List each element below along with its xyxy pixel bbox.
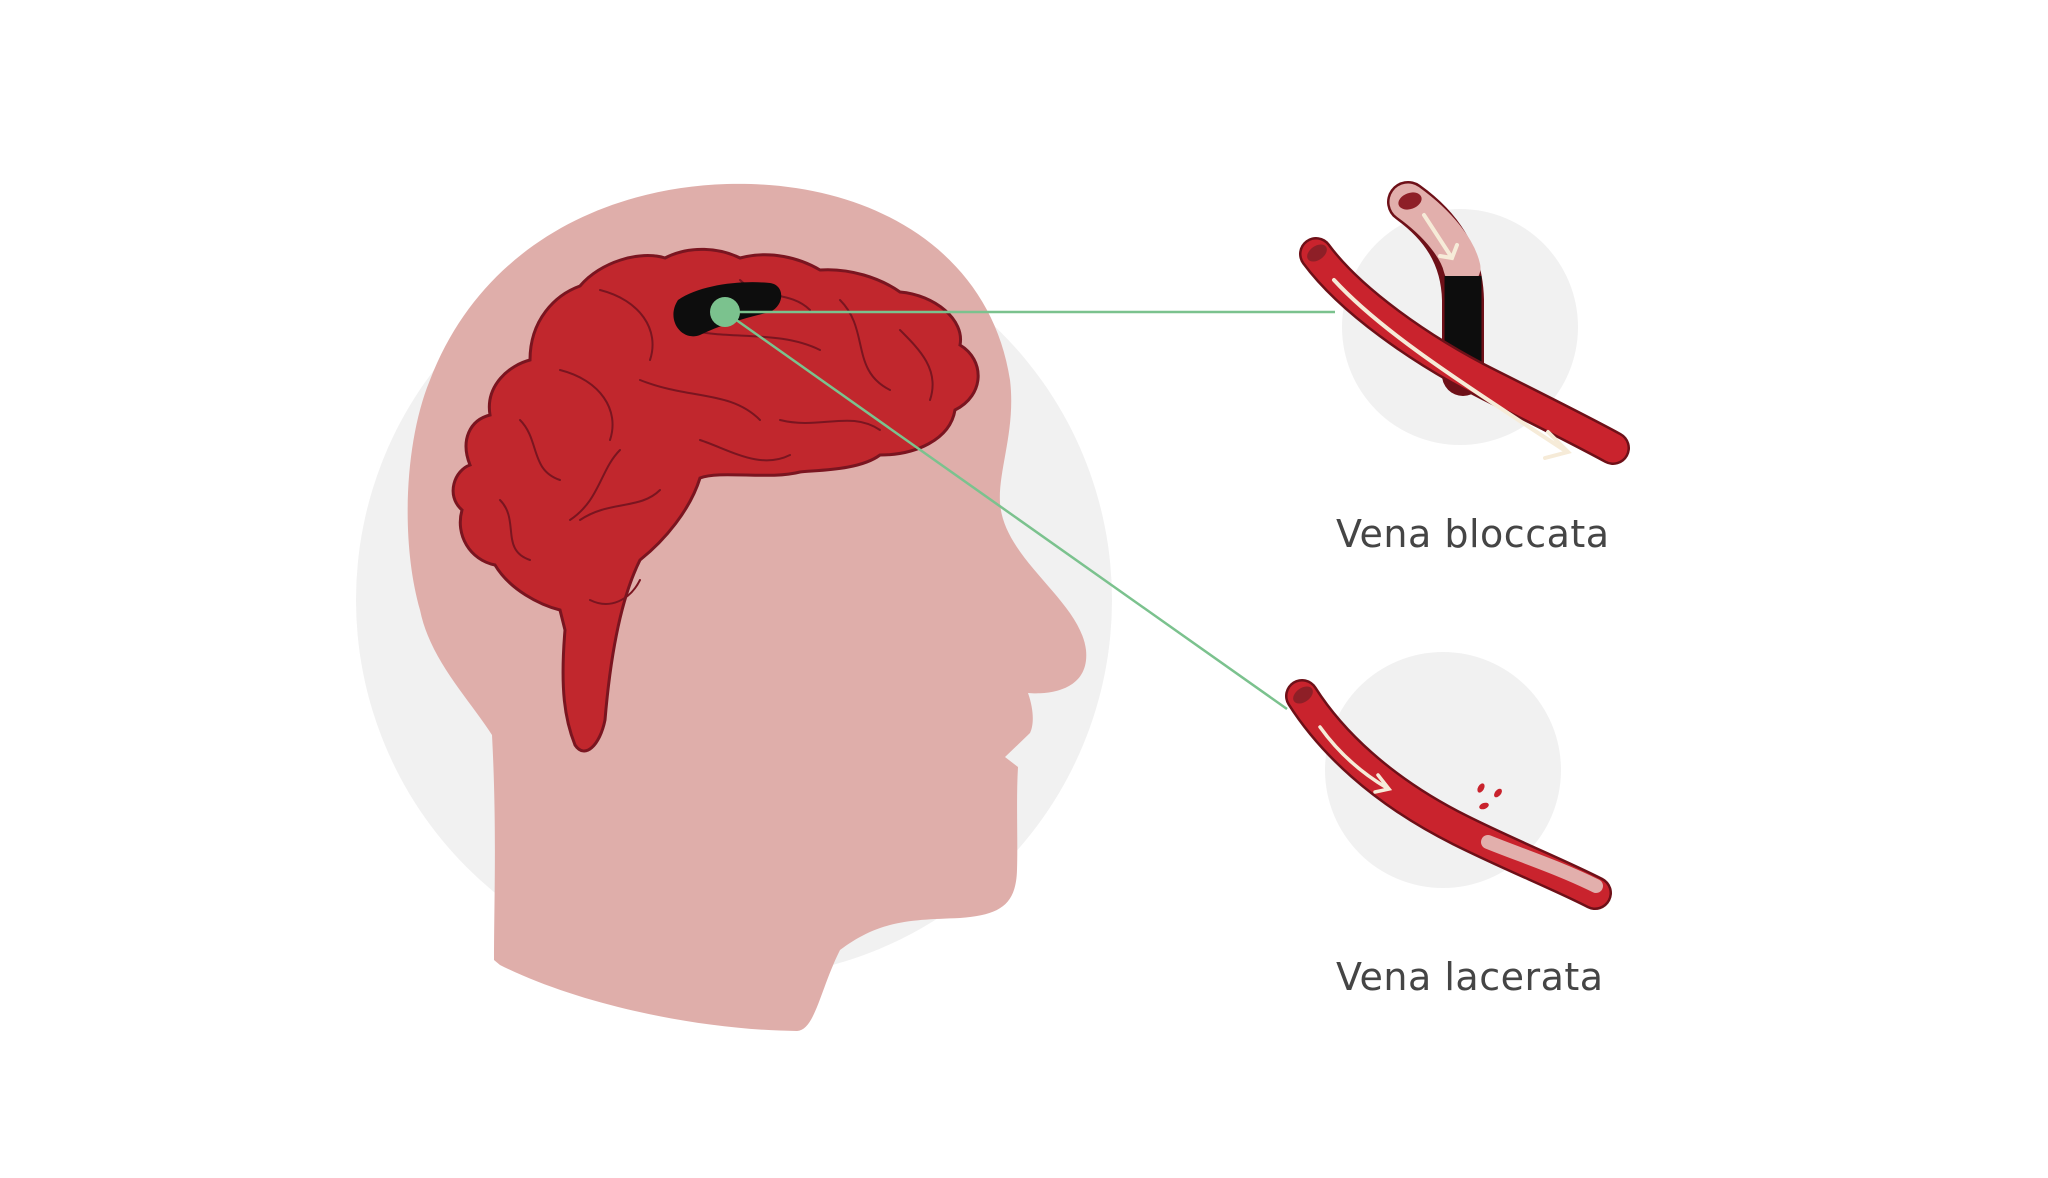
blocked-vein-icon	[1299, 181, 1630, 465]
brain-gyri	[499, 279, 934, 605]
label-vena-bloccata: Vena bloccata	[1336, 512, 1610, 556]
location-marker	[710, 297, 740, 327]
lacerated-vein-backdrop	[1325, 652, 1561, 888]
lacerated-flow-arrow	[1318, 725, 1393, 794]
main-vein-opening	[1307, 244, 1327, 262]
brain-shape	[451, 247, 980, 753]
connector-line-lacerated	[724, 310, 1288, 711]
lacerated-vein-icon	[1285, 652, 1612, 910]
blood-splatter-icon	[1477, 783, 1502, 810]
lacerated-vein-pale-section	[1481, 835, 1603, 893]
main-flow-arrow	[1332, 278, 1572, 460]
branch-vein-opening	[1398, 192, 1422, 210]
main-vein-body	[1301, 239, 1628, 463]
brain	[451, 247, 980, 753]
label-vena-lacerata: Vena lacerata	[1336, 955, 1604, 999]
branch-vein-pale	[1389, 183, 1481, 287]
lacerated-vein-opening	[1293, 686, 1313, 704]
branch-flow-arrow	[1422, 213, 1459, 261]
